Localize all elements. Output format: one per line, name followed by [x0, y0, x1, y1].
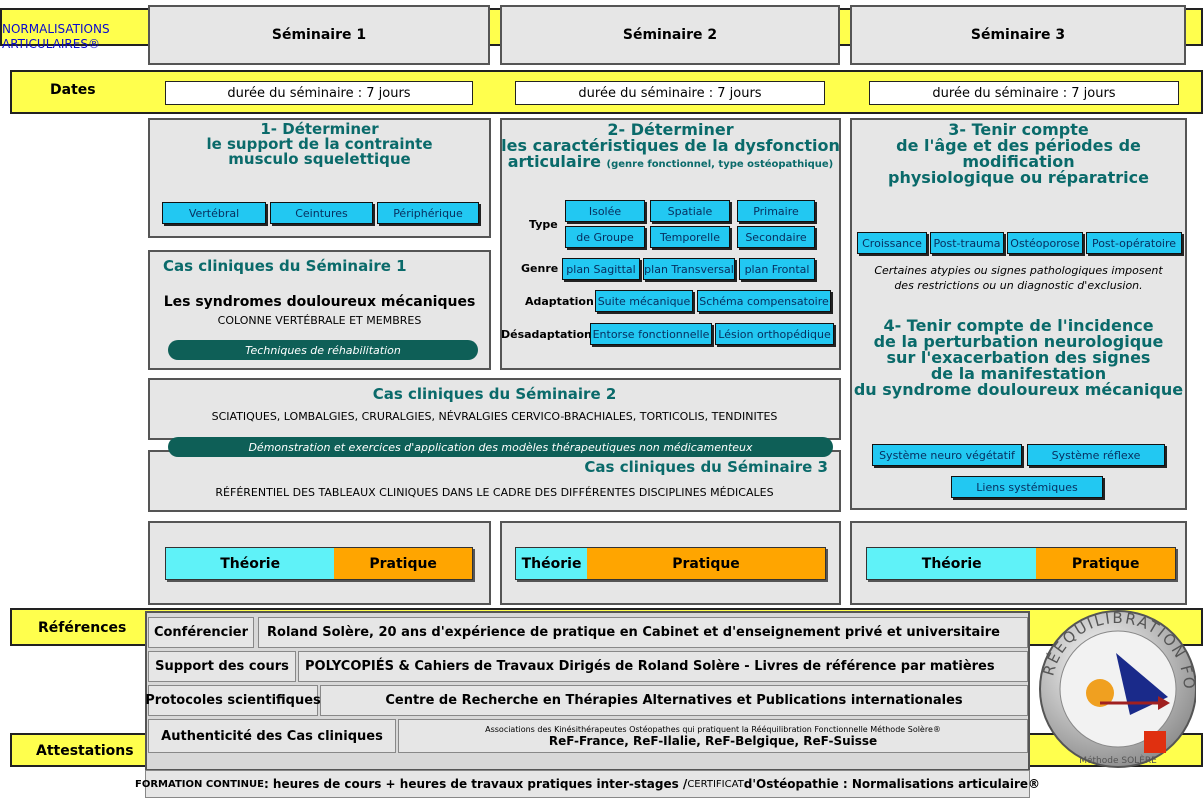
- tp-bar-2: Théorie Pratique: [515, 547, 826, 580]
- s1-title-line-2: le support de la contrainte: [206, 135, 433, 153]
- s2-title-main: articulaire: [507, 152, 601, 171]
- s3-title: 3- Tenir compte de l'âge et des périodes…: [850, 122, 1187, 186]
- btn-temporelle[interactable]: Temporelle: [650, 226, 730, 248]
- tp-bar-3: Théorie Pratique: [866, 547, 1176, 580]
- btn-systeme-reflexe[interactable]: Système réflexe: [1027, 444, 1165, 466]
- s3-title4-line-3: sur l'exacerbation des signes: [886, 348, 1151, 367]
- btn-post-operatoire[interactable]: Post-opératoire: [1086, 232, 1182, 254]
- btn-suite-mecanique[interactable]: Suite mécanique: [595, 290, 693, 312]
- btn-croissance[interactable]: Croissance: [857, 232, 927, 254]
- seal-bottom-text: Méthode SOLÈRE: [1079, 754, 1157, 766]
- attestations-label: Attestations: [36, 743, 134, 759]
- btn-isolee[interactable]: Isolée: [565, 200, 645, 222]
- type-label: Type: [529, 218, 558, 231]
- s3-title-line-3: modification: [962, 152, 1075, 171]
- column-header-2: Séminaire 2: [500, 5, 840, 65]
- ref-key-support: Support des cours: [148, 651, 296, 682]
- btn-primaire[interactable]: Primaire: [737, 200, 815, 222]
- adaptation-label: Adaptation: [525, 295, 594, 308]
- duration-2: durée du séminaire : 7 jours: [515, 81, 825, 105]
- fc-label: FORMATION CONTINUE: [135, 778, 264, 790]
- s3-title4-line-4: de la manifestation: [930, 364, 1107, 383]
- column-header-1: Séminaire 1: [148, 5, 490, 65]
- practice-segment-3: Pratique: [1036, 548, 1175, 579]
- s3-title-line-1: 3- Tenir compte: [948, 120, 1089, 139]
- s2-cas-title: Cas cliniques du Séminaire 2: [372, 385, 617, 403]
- btn-plan-transversal[interactable]: plan Transversal: [643, 258, 735, 280]
- btn-systeme-neuro-vegetatif[interactable]: Système neuro végétatif: [872, 444, 1022, 466]
- theory-segment-3: Théorie: [867, 548, 1037, 579]
- s2-title-line-3: articulaire (genre fonctionnel, type ost…: [500, 154, 841, 173]
- btn-post-trauma[interactable]: Post-trauma: [930, 232, 1004, 254]
- logo-line-2: ARTICULAIRES®: [2, 37, 100, 51]
- tp-bar-1: Théorie Pratique: [165, 547, 473, 580]
- btn-lesion-orthopedique[interactable]: Lésion orthopédique: [715, 323, 834, 345]
- btn-plan-frontal[interactable]: plan Frontal: [739, 258, 815, 280]
- s2-title-line-2: les caractéristiques de la dysfonction: [501, 136, 840, 155]
- practice-segment-2: Pratique: [587, 548, 825, 579]
- cert-rest: d'Ostéopathie : Normalisations articulai…: [743, 777, 1040, 791]
- attestation-box: FORMATION CONTINUE : heures de cours + h…: [135, 770, 1040, 798]
- dates-label: Dates: [50, 82, 96, 98]
- theory-segment-2: Théorie: [516, 548, 588, 579]
- s3-cas-text: RÉFÉRENTIEL DES TABLEAUX CLINIQUES DANS …: [215, 486, 774, 499]
- s3-cas-title: Cas cliniques du Séminaire 3: [584, 458, 828, 476]
- s2-cas-text: SCIATIQUES, LOMBALGIES, CRURALGIES, NÉVR…: [211, 410, 778, 423]
- btn-de-groupe[interactable]: de Groupe: [565, 226, 645, 248]
- s1-cas-sub: COLONNE VERTÉBRALE ET MEMBRES: [217, 314, 422, 327]
- genre-label: Genre: [521, 262, 559, 275]
- logo-line-1: NORMALISATIONS: [2, 22, 110, 36]
- s3-note: Certaines atypies ou signes pathologique…: [850, 263, 1187, 293]
- logo-text: NORMALISATIONS ARTICULAIRES®: [2, 22, 152, 52]
- references-label: Références: [38, 620, 127, 636]
- s1-title-line-3: musculo squelettique: [228, 150, 411, 168]
- s2-pill-demonstration: Démonstration et exercices d'application…: [168, 437, 833, 457]
- ref-key-authenticite: Authenticité des Cas cliniques: [148, 719, 396, 753]
- s3-title4-line-2: de la perturbation neurologique: [873, 332, 1164, 351]
- s3-note-line-1: Certaines atypies ou signes pathologique…: [874, 264, 1163, 277]
- s3-title4-line-5: du syndrome douloureux mécanique: [853, 380, 1184, 399]
- s1-cas-main: Les syndromes douloureux mécaniques: [163, 294, 476, 310]
- btn-spatiale[interactable]: Spatiale: [650, 200, 730, 222]
- btn-entorse-fonctionnelle[interactable]: Entorse fonctionnelle: [590, 323, 712, 345]
- column-header-3: Séminaire 3: [850, 5, 1186, 65]
- practice-segment-1: Pratique: [334, 548, 472, 579]
- duration-1: durée du séminaire : 7 jours: [165, 81, 473, 105]
- reequilibration-seal-logo: RÉEQUILIBRATION FONCTIONNELLE Méthode SO…: [1038, 603, 1196, 768]
- btn-peripherique[interactable]: Périphérique: [377, 202, 479, 224]
- s3-title-line-2: de l'âge et des périodes de: [896, 136, 1141, 155]
- auth-big: ReF-France, ReF-Ilalie, ReF-Belgique, Re…: [548, 733, 878, 748]
- ref-val-conferencier: Roland Solère, 20 ans d'expérience de pr…: [258, 617, 1028, 648]
- btn-vertebral[interactable]: Vertébral: [162, 202, 266, 224]
- btn-ceintures[interactable]: Ceintures: [270, 202, 373, 224]
- s2-title: 2- Déterminer les caractéristiques de la…: [500, 122, 841, 173]
- s2-title-small: (genre fonctionnel, type ostéopathique): [606, 159, 834, 170]
- duration-3: durée du séminaire : 7 jours: [869, 81, 1179, 105]
- theory-segment-1: Théorie: [166, 548, 335, 579]
- btn-secondaire[interactable]: Secondaire: [737, 226, 815, 248]
- cert-label: CERTIFICAT: [687, 778, 744, 790]
- auth-small: Associations des Kinésithérapeutes Ostéo…: [485, 724, 941, 734]
- ref-key-conferencier: Conférencier: [148, 617, 254, 648]
- desadaptation-label: Désadaptation: [501, 328, 592, 341]
- btn-schema-compensatoire[interactable]: Schéma compensatoire: [697, 290, 831, 312]
- s1-title: 1- Déterminer le support de la contraint…: [148, 122, 491, 167]
- s3-title4-line-1: 4- Tenir compte de l'incidence: [883, 316, 1154, 335]
- ref-val-protocoles: Centre de Recherche en Thérapies Alterna…: [320, 685, 1028, 716]
- s1-cas-title: Cas cliniques du Séminaire 1: [163, 257, 407, 275]
- btn-osteoporose[interactable]: Ostéoporose: [1007, 232, 1083, 254]
- s1-pill-rehab: Techniques de réhabilitation: [168, 340, 478, 360]
- btn-plan-sagittal[interactable]: plan Sagittal: [562, 258, 640, 280]
- btn-liens-systemiques[interactable]: Liens systémiques: [951, 476, 1103, 498]
- s1-title-line-1: 1- Déterminer: [260, 120, 379, 138]
- ref-val-authenticite: Associations des Kinésithérapeutes Ostéo…: [398, 719, 1028, 753]
- ref-val-support: POLYCOPIÉS & Cahiers de Travaux Dirigés …: [298, 651, 1028, 682]
- fc-rest: : heures de cours + heures de travaux pr…: [263, 777, 688, 791]
- s3-note-line-2: des restrictions ou un diagnostic d'excl…: [894, 279, 1143, 292]
- ref-key-protocoles: Protocoles scientifiques: [145, 685, 321, 716]
- s2-title-line-1: 2- Déterminer: [607, 120, 734, 139]
- s3-title-line-4: physiologique ou réparatrice: [888, 168, 1149, 187]
- s3-title4: 4- Tenir compte de l'incidence de la per…: [850, 318, 1187, 398]
- s2-cas-box: [148, 378, 841, 440]
